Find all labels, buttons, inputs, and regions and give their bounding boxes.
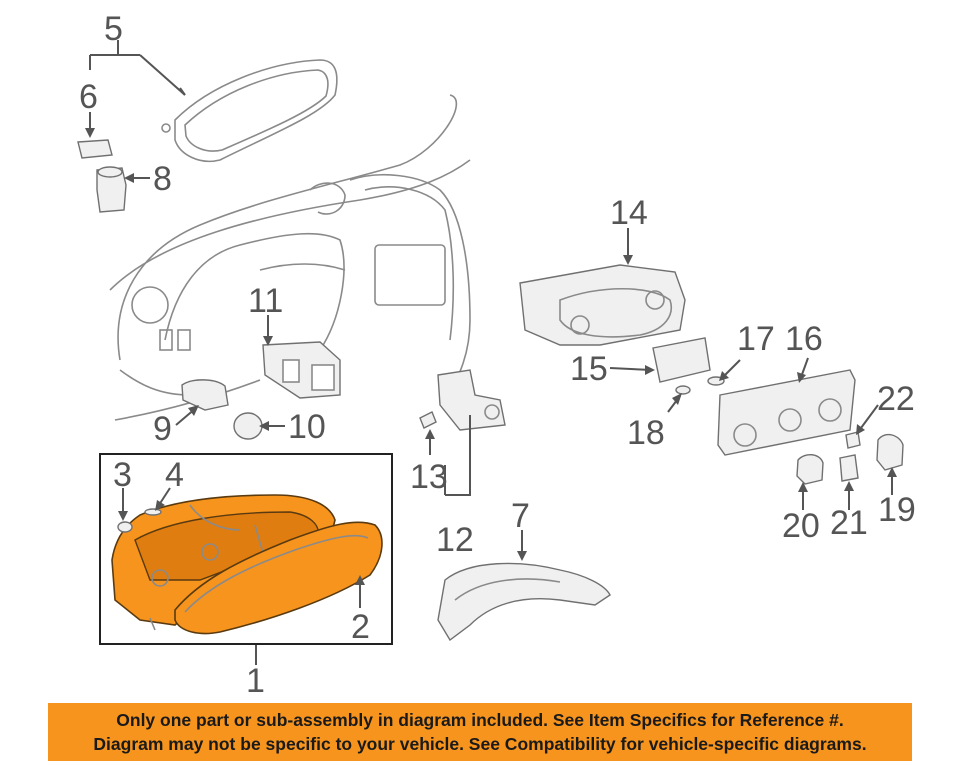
callout-4: 4	[165, 456, 184, 494]
callout-17: 17	[737, 320, 775, 358]
callout-12: 12	[436, 521, 474, 559]
part-21-knob	[839, 454, 859, 482]
part-8-knob	[96, 166, 127, 213]
part-2-lens	[174, 521, 383, 635]
part-10-button	[233, 412, 263, 440]
part-5-cluster-bezel	[161, 59, 338, 162]
part-12-bracket	[437, 369, 506, 431]
disclaimer-banner: Only one part or sub-assembly in diagram…	[48, 703, 912, 761]
highlight-frame	[99, 453, 393, 645]
part-9-sensor	[181, 379, 229, 411]
part-20-knob	[796, 454, 824, 485]
callout-22: 22	[877, 380, 915, 418]
callout-7: 7	[511, 497, 530, 535]
callout-5: 5	[104, 10, 123, 48]
callout-20: 20	[782, 507, 820, 545]
part-7-lower-trim	[437, 562, 611, 642]
part-1-instrument-cluster	[111, 494, 336, 631]
callout-3: 3	[113, 456, 132, 494]
callout-9: 9	[153, 410, 172, 448]
callout-1: 1	[246, 662, 265, 700]
callout-14: 14	[610, 194, 648, 232]
arrowheads	[85, 128, 897, 585]
callout-18: 18	[627, 414, 665, 452]
callout-21: 21	[830, 504, 868, 542]
part-3-bulb	[117, 521, 133, 533]
dashboard-outline	[109, 94, 471, 421]
part-6-switch	[77, 139, 113, 159]
part-15-circuit-board	[652, 337, 711, 383]
callout-16: 16	[785, 320, 823, 358]
part-4-bulb	[144, 508, 162, 516]
callout-8: 8	[153, 160, 172, 198]
part-11-hazard-switch	[262, 341, 341, 399]
disclaimer-line-2: Diagram may not be specific to your vehi…	[93, 734, 867, 754]
callout-11: 11	[248, 282, 283, 320]
callout-19: 19	[878, 491, 916, 529]
part-14-heater-control	[519, 264, 686, 346]
callout-10: 10	[288, 408, 326, 446]
parts-diagram: 5 6 8 11 9 10 13 12 7 14 15 17 16 18 22 …	[77, 10, 916, 700]
callout-labels: 5 6 8 11 9 10 13 12 7 14 15 17 16 18 22 …	[79, 10, 916, 700]
callout-2: 2	[351, 608, 370, 646]
disclaimer-line-1: Only one part or sub-assembly in diagram…	[116, 710, 844, 730]
part-22-knob	[845, 431, 861, 449]
part-19-knob	[876, 433, 904, 471]
callout-13: 13	[410, 458, 448, 496]
callout-15: 15	[570, 350, 608, 388]
callout-6: 6	[79, 78, 98, 116]
part-18-bulb	[675, 385, 691, 395]
part-13-clip	[419, 411, 437, 429]
part-16-control-panel	[717, 369, 856, 456]
